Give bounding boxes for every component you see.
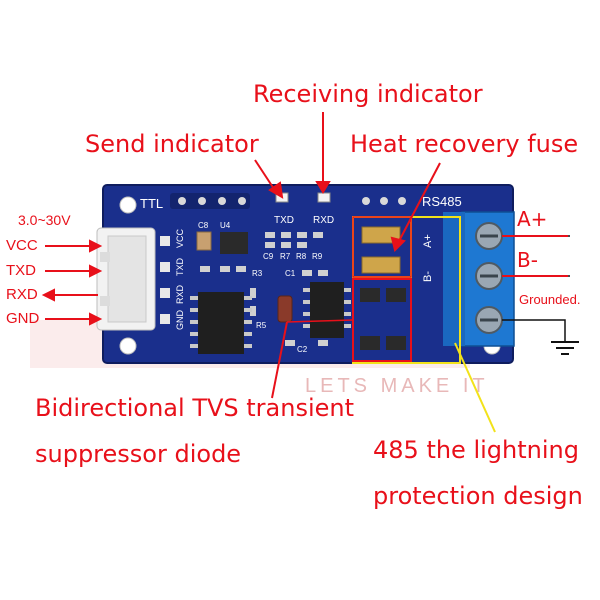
header-rxd-label: RXD xyxy=(175,284,185,304)
tvs-diode-label-line1: Bidirectional TVS transient xyxy=(35,394,355,422)
mount-hole-bl xyxy=(119,337,137,355)
ttl-connector xyxy=(96,227,156,331)
tvs-leader-extension xyxy=(286,319,354,323)
receive-led xyxy=(317,192,331,203)
c1-label: C1 xyxy=(285,269,296,278)
lightning-label-line1: 485 the lightning xyxy=(373,436,579,464)
lightning-leader-line xyxy=(454,342,496,433)
txd-arrowhead xyxy=(89,264,103,278)
voltage-range-label: 3.0~30V xyxy=(18,212,71,228)
screw-terminal-block xyxy=(443,211,515,347)
right-red-wires xyxy=(502,235,568,277)
header-pin-pads xyxy=(160,236,170,324)
ttl-silkscreen: TTL xyxy=(140,196,163,211)
rs485-header-holes xyxy=(362,197,406,205)
fuse-parts xyxy=(360,226,406,350)
fuse-red-box xyxy=(352,216,412,278)
regulator-u4 xyxy=(220,232,248,254)
led-rxd-silkscreen: RXD xyxy=(313,215,334,226)
u4-label: U4 xyxy=(220,221,231,230)
header-gnd-label: GND xyxy=(175,310,185,331)
fuse-leader-line xyxy=(397,162,441,244)
gnd-arrowhead xyxy=(89,312,103,326)
txd-pin-label: TXD xyxy=(6,262,36,279)
r8-label: R8 xyxy=(296,252,307,261)
header-vcc-label: VCC xyxy=(175,228,185,248)
r7-label: R7 xyxy=(280,252,291,261)
gnd-pin-label: GND xyxy=(6,310,40,327)
led-txd-silkscreen: TXD xyxy=(274,215,294,226)
send-arrowhead xyxy=(268,181,284,199)
r9-label: R9 xyxy=(312,252,323,261)
header-txd-label: TXD xyxy=(175,257,185,276)
vcc-arrowhead xyxy=(89,239,103,253)
b-minus-label: B- xyxy=(517,248,538,272)
send-indicator-label: Send indicator xyxy=(85,130,259,158)
c9-label: C9 xyxy=(263,252,274,261)
r5-label: R5 xyxy=(256,321,267,330)
ttl-header-holes xyxy=(170,193,250,209)
send-leader-line xyxy=(254,159,277,193)
transceiver-ic xyxy=(303,282,351,338)
heat-recovery-fuse-label: Heat recovery fuse xyxy=(350,130,579,158)
rxd-pin-label: RXD xyxy=(6,286,38,303)
rs485-silkscreen: RS485 xyxy=(422,194,462,209)
tvs-leader-line xyxy=(271,321,288,399)
mount-hole-tl xyxy=(119,196,137,214)
grounded-label: Grounded. xyxy=(519,292,581,307)
terminal-b-silkscreen: B- xyxy=(422,271,434,282)
terminal-a-silkscreen: A+ xyxy=(422,234,434,248)
watermark-text: LETS MAKE IT xyxy=(305,375,489,397)
capacitor-c8 xyxy=(196,231,212,251)
tvs-diode-label-line2: suppressor diode xyxy=(35,440,242,468)
c8-label: C8 xyxy=(198,221,209,230)
tvs-diode-part xyxy=(277,295,293,323)
rxd-arrowhead xyxy=(41,288,55,302)
smd-passives xyxy=(200,232,328,346)
lightning-label-line2: protection design xyxy=(373,482,583,510)
vcc-pin-label: VCC xyxy=(6,237,38,254)
a-plus-label: A+ xyxy=(517,207,548,231)
c2-label: C2 xyxy=(297,345,308,354)
receive-arrowhead xyxy=(315,181,331,194)
r3-label: R3 xyxy=(252,269,263,278)
fuse-arrowhead xyxy=(390,236,406,252)
ic-chip xyxy=(190,292,252,354)
receiving-indicator-label: Receiving indicator xyxy=(253,80,483,108)
